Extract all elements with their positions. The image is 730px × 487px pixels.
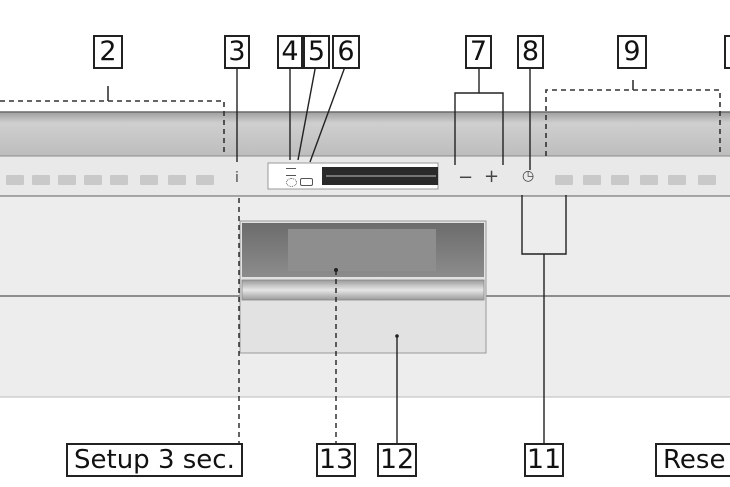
program-button[interactable]	[58, 175, 76, 185]
setup-caption: Setup 3 sec.	[66, 443, 243, 477]
rinse-aid-indicator-icon	[286, 168, 296, 176]
program-button[interactable]	[110, 175, 128, 185]
salt-indicator-icon	[286, 178, 297, 187]
water-tap-indicator-icon	[300, 178, 313, 186]
callout-4: 4	[277, 35, 303, 69]
program-button[interactable]	[84, 175, 102, 185]
callout-3: 3	[224, 35, 250, 69]
program-button[interactable]	[32, 175, 50, 185]
option-button[interactable]	[640, 175, 658, 185]
callout-9: 9	[617, 35, 647, 69]
callout-13: 13	[316, 443, 356, 477]
bracket-2	[0, 100, 225, 156]
program-button[interactable]	[140, 175, 158, 185]
program-button[interactable]	[168, 175, 186, 185]
option-button[interactable]	[611, 175, 629, 185]
callout-6: 6	[332, 35, 360, 69]
callout-edge	[724, 35, 730, 69]
callout-5: 5	[303, 35, 330, 69]
front-window-inner	[288, 229, 436, 271]
callout-12: 12	[377, 443, 417, 477]
door-handle	[241, 279, 485, 301]
callout-11: 11	[524, 443, 564, 477]
callout-7: 7	[465, 35, 492, 69]
panel-top-band	[0, 112, 730, 156]
option-button[interactable]	[698, 175, 716, 185]
option-button[interactable]	[555, 175, 573, 185]
info-icon[interactable]: i	[235, 170, 239, 186]
callout-8: 8	[517, 35, 544, 69]
clock-icon[interactable]: ◷	[522, 168, 535, 184]
minus-icon[interactable]: −	[458, 167, 474, 188]
callout-2: 2	[93, 35, 123, 69]
option-button[interactable]	[668, 175, 686, 185]
option-button[interactable]	[583, 175, 601, 185]
program-button[interactable]	[6, 175, 24, 185]
program-button[interactable]	[196, 175, 214, 185]
reset-caption: Rese	[655, 443, 730, 477]
plus-icon[interactable]: +	[484, 166, 500, 187]
